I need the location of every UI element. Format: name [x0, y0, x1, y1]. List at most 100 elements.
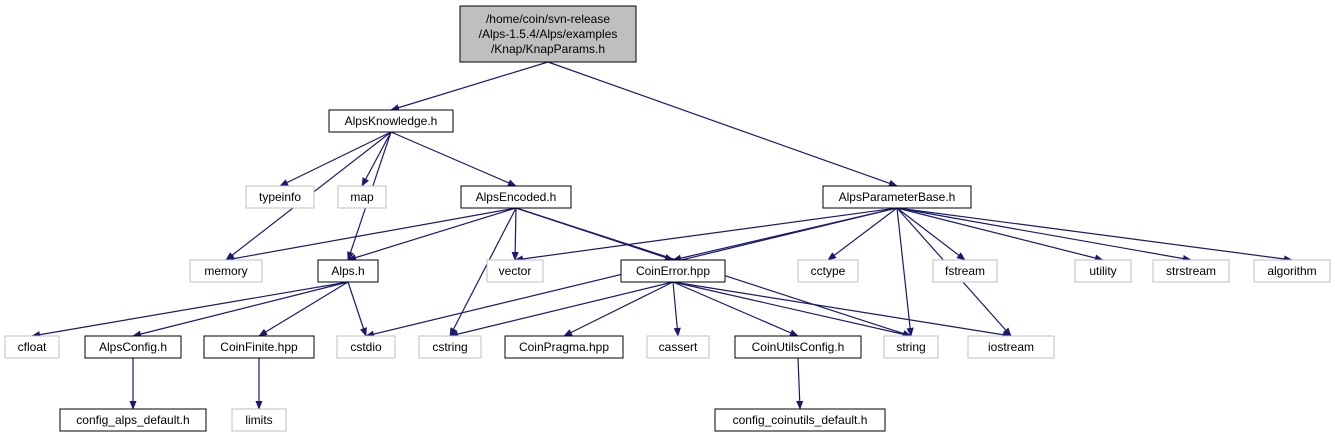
node-box-alpsencoded — [460, 185, 572, 209]
edge-alps-to-cstdio — [347, 281, 367, 337]
node-coinpragma[interactable]: CoinPragma.hpp — [504, 335, 624, 359]
node-alps[interactable]: Alps.h — [317, 259, 379, 283]
node-label-vector: vector — [499, 264, 532, 278]
node-box-config_coinutils_default — [714, 408, 886, 432]
node-coinerror[interactable]: CoinError.hpp — [620, 259, 726, 283]
node-label-cassert: cassert — [659, 340, 698, 354]
edge-alpsparameterbase-to-algorithm — [896, 207, 1293, 263]
node-box-coinerror — [620, 259, 726, 283]
node-box-fstream — [932, 259, 998, 283]
node-box-cassert — [646, 335, 710, 359]
node-typeinfo: typeinfo — [245, 185, 315, 209]
node-box-coinutilsconfig — [734, 335, 862, 359]
node-root[interactable]: /home/coin/svn-release/Alps-1.5.4/Alps/e… — [459, 5, 637, 63]
node-box-alps — [317, 259, 379, 283]
edge-coinerror-to-cassert — [672, 281, 681, 337]
node-strstream: strstream — [1152, 259, 1230, 283]
node-box-config_alps_default — [59, 408, 207, 432]
node-box-utility — [1074, 259, 1132, 283]
edge-root-to-alpsparameterbase — [547, 61, 898, 187]
node-box-cfloat — [4, 335, 60, 359]
edge-alpsknowledge-to-map — [361, 131, 392, 187]
node-cstdio: cstdio — [336, 335, 396, 359]
node-label-alpsconfig: AlpsConfig.h — [99, 340, 167, 354]
node-label-map: map — [350, 190, 374, 204]
node-label-memory: memory — [204, 264, 247, 278]
node-box-limits — [231, 408, 287, 432]
edge-alps-to-alpsconfig — [132, 281, 349, 338]
edge-coinutilsconfig-to-config_coinutils_default — [796, 357, 804, 410]
edge-coinerror-to-coinpragma — [563, 281, 674, 337]
node-label-alpsencoded: AlpsEncoded.h — [476, 190, 557, 204]
edge-coinerror-to-coinutilsconfig — [672, 281, 799, 337]
node-box-cctype — [797, 259, 859, 283]
node-box-algorithm — [1253, 259, 1331, 283]
node-label-cfloat: cfloat — [18, 340, 47, 354]
edge-alpsparameterbase-to-coinerror — [672, 207, 898, 262]
node-label-cctype: cctype — [811, 264, 846, 278]
node-box-typeinfo — [245, 185, 315, 209]
node-label-utility: utility — [1089, 264, 1116, 278]
edge-alpsparameterbase-to-string — [896, 207, 914, 337]
node-box-alpsconfig — [84, 335, 182, 359]
edge-coinerror-to-iostream — [672, 281, 1012, 339]
nodes-layer: /home/coin/svn-release/Alps-1.5.4/Alps/e… — [4, 5, 1331, 432]
edge-alpsparameterbase-to-utility — [896, 207, 1104, 262]
node-box-coinpragma — [504, 335, 624, 359]
node-coinfinite[interactable]: CoinFinite.hpp — [203, 335, 315, 359]
edge-alpsknowledge-to-alpsencoded — [390, 131, 517, 187]
edge-alpsencoded-to-cstring — [449, 207, 517, 337]
node-label-algorithm: algorithm — [1267, 264, 1316, 278]
node-fstream: fstream — [932, 259, 998, 283]
node-label-cstdio: cstdio — [350, 340, 382, 354]
node-box-coinfinite — [203, 335, 315, 359]
node-box-vector — [486, 259, 544, 283]
node-label-config_alps_default: config_alps_default.h — [76, 413, 189, 427]
node-label-typeinfo: typeinfo — [259, 190, 301, 204]
node-label-limits: limits — [245, 413, 272, 427]
node-label-alpsknowledge: AlpsKnowledge.h — [345, 114, 438, 128]
node-box-map — [337, 185, 387, 209]
node-alpsknowledge[interactable]: AlpsKnowledge.h — [328, 109, 454, 133]
node-iostream: iostream — [967, 335, 1055, 359]
node-label-root-line-3: /Knap/KnapParams.h — [491, 42, 605, 56]
node-alpsencoded[interactable]: AlpsEncoded.h — [460, 185, 572, 209]
node-box-memory — [189, 259, 263, 283]
node-label-alps: Alps.h — [331, 264, 364, 278]
node-memory: memory — [189, 259, 263, 283]
node-cstring: cstring — [418, 335, 482, 359]
edge-coinerror-to-cstring — [449, 281, 674, 338]
node-cassert: cassert — [646, 335, 710, 359]
node-config_coinutils_default[interactable]: config_coinutils_default.h — [714, 408, 886, 432]
node-config_alps_default[interactable]: config_alps_default.h — [59, 408, 207, 432]
node-label-config_coinutils_default: config_coinutils_default.h — [733, 413, 868, 427]
edge-alpsencoded-to-memory — [225, 207, 517, 263]
node-box-cstring — [418, 335, 482, 359]
node-alpsconfig[interactable]: AlpsConfig.h — [84, 335, 182, 359]
edge-alps-to-coinfinite — [258, 281, 349, 337]
node-label-cstring: cstring — [432, 340, 467, 354]
node-label-alpsparameterbase: AlpsParameterBase.h — [839, 190, 956, 204]
edge-alpsknowledge-to-typeinfo — [279, 131, 392, 187]
node-label-coinerror: CoinError.hpp — [636, 264, 710, 278]
node-cfloat: cfloat — [4, 335, 60, 359]
node-alpsparameterbase[interactable]: AlpsParameterBase.h — [822, 185, 972, 209]
node-box-string — [883, 335, 939, 359]
node-limits: limits — [231, 408, 287, 432]
node-box-cstdio — [336, 335, 396, 359]
edge-alpsparameterbase-to-strstream — [896, 207, 1192, 263]
node-label-string: string — [896, 340, 925, 354]
edge-alpsparameterbase-to-fstream — [896, 207, 966, 261]
node-algorithm: algorithm — [1253, 259, 1331, 283]
edge-alps-to-cfloat — [31, 281, 349, 339]
edge-alpsencoded-to-vector — [511, 207, 519, 261]
node-utility: utility — [1074, 259, 1132, 283]
node-cctype: cctype — [797, 259, 859, 283]
node-label-root-line-2: /Alps-1.5.4/Alps/examples — [479, 27, 618, 41]
node-coinutilsconfig[interactable]: CoinUtilsConfig.h — [734, 335, 862, 359]
edge-alpsparameterbase-to-cctype — [827, 207, 898, 261]
node-label-iostream: iostream — [988, 340, 1034, 354]
node-vector: vector — [486, 259, 544, 283]
edge-alpsencoded-to-alps — [347, 207, 517, 262]
